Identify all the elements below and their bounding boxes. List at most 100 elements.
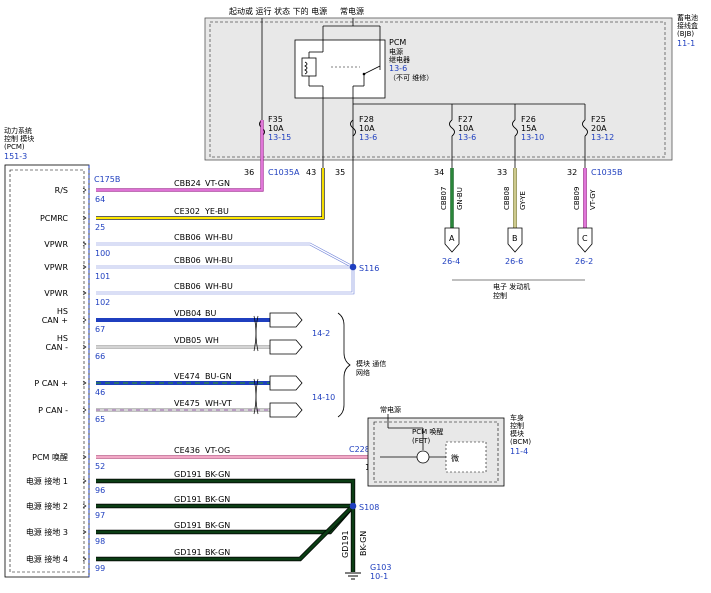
relay-pin-43: 43 xyxy=(306,168,316,177)
ground-ref: 10-1 xyxy=(370,572,388,581)
wire-cbb06-100 xyxy=(96,243,354,268)
wire-ce302 xyxy=(96,168,324,219)
pcm-pin-label: 电源 接地 4 xyxy=(26,554,68,564)
micro-label: 微 xyxy=(451,453,459,463)
bjb-title-1: 蓄电池 xyxy=(677,13,698,22)
fuse-pin: 36 xyxy=(244,168,254,177)
wire-color-code: YE-BU xyxy=(204,207,229,216)
fuse-id: F25 xyxy=(591,115,606,124)
fuse-id: F27 xyxy=(458,115,473,124)
pin-arrow-icon xyxy=(82,556,87,562)
pin-arrow-icon xyxy=(82,215,87,221)
pcm-pin-label: 电源 接地 2 xyxy=(26,501,68,511)
wire-color-code: VT-GN xyxy=(205,179,230,188)
pcm-pin-number: 101 xyxy=(95,272,110,281)
network-brace xyxy=(337,312,351,418)
feed-color: GY-YE xyxy=(519,191,527,210)
pcm-pin-number: 52 xyxy=(95,462,105,471)
bcm-fet-label-1: PCM 唤醒 xyxy=(412,427,443,436)
fuse-ref: 13-10 xyxy=(521,133,544,142)
fuse-ref: 13-12 xyxy=(591,133,614,142)
fuse-id: F28 xyxy=(359,115,374,124)
pcm-pin-label: VPWR xyxy=(44,263,68,272)
pcm-pin-number: 65 xyxy=(95,415,105,424)
wire-color-code: BK-GN xyxy=(205,521,230,530)
bjb-title-2: 接线盒 xyxy=(677,21,698,30)
fuse-amp: 10A xyxy=(268,124,284,133)
fuse-amp: 20A xyxy=(591,124,607,133)
fuse-icon xyxy=(449,119,455,137)
splice-s108 xyxy=(349,502,357,510)
bcm-title-1: 车身 xyxy=(510,413,524,422)
pcm-pin-number: 66 xyxy=(95,352,105,361)
pin-arrow-icon xyxy=(82,317,87,323)
splice-s116-label: S116 xyxy=(359,264,379,273)
pin-arrow-icon xyxy=(82,529,87,535)
bjb-connector-left: C1035A xyxy=(268,168,300,177)
pcm-title-2: 控制 模块 xyxy=(4,134,34,143)
pcm-pin-number: 102 xyxy=(95,298,110,307)
splice-s108-label: S108 xyxy=(359,503,379,512)
pin-arrow-icon xyxy=(82,290,87,296)
feed-ref: 26-6 xyxy=(505,257,523,266)
wire-circuit-id: CBB24 xyxy=(174,179,201,188)
pcm-pin-label: HS xyxy=(57,334,68,343)
ground-id: G103 xyxy=(370,563,391,572)
wire-color-code: WH xyxy=(205,336,219,345)
pcm-pin-number: 67 xyxy=(95,325,105,334)
feed-circuit: CBB08 xyxy=(503,187,511,210)
pcm-pin-label: CAN - xyxy=(46,343,69,352)
wire-circuit-id: GD191 xyxy=(174,548,202,557)
pin-arrow-icon xyxy=(82,503,87,509)
fuse-pin: 34 xyxy=(434,168,444,177)
engine-label-2: 控制 xyxy=(493,291,507,300)
pcm-pin-label: P CAN - xyxy=(38,406,68,415)
fuse-ref: 13-15 xyxy=(268,133,291,142)
wire-color-code: BK-GN xyxy=(205,495,230,504)
bcm-connector-label: C2280E xyxy=(349,445,380,454)
wire-color-code: WH-BU xyxy=(205,282,233,291)
wire-circuit-id: CBB06 xyxy=(174,233,201,242)
fuse-icon xyxy=(582,119,588,137)
wire-color-code: BK-GN xyxy=(205,470,230,479)
wire-circuit-id: GD191 xyxy=(174,521,202,530)
can-connector-67 xyxy=(269,312,303,328)
wire-circuit-id: CBB06 xyxy=(174,282,201,291)
relay-switch-icon xyxy=(363,65,381,75)
fuse-id: F26 xyxy=(521,115,536,124)
feed-letter: A xyxy=(449,234,455,243)
feed-ref: 26-2 xyxy=(575,257,593,266)
wire-circuit-id: GD191 xyxy=(174,495,202,504)
pin-arrow-icon xyxy=(82,241,87,247)
bjb-connector-right: C1035B xyxy=(591,168,622,177)
feed-ref: 26-4 xyxy=(442,257,460,266)
can-connector-66 xyxy=(269,339,303,355)
pcm-pin-label: 电源 接地 3 xyxy=(26,527,68,537)
network-ref-1: 14-2 xyxy=(312,329,330,338)
pcm-relay-box xyxy=(294,39,386,99)
wire-circuit-id: CE302 xyxy=(174,207,200,216)
fuse-icon xyxy=(350,119,356,137)
bcm-title-3: 模块 xyxy=(510,429,524,438)
feed-connector-icon xyxy=(577,227,593,253)
pcm-pin-number: 46 xyxy=(95,388,105,397)
ground-circuit: GD191 xyxy=(341,530,350,558)
wire-circuit-id: VE474 xyxy=(174,372,200,381)
fuse-pin: 33 xyxy=(497,168,507,177)
pcm-connector-label: C175B xyxy=(94,175,120,184)
pcm-title-3: (PCM) xyxy=(4,143,25,151)
